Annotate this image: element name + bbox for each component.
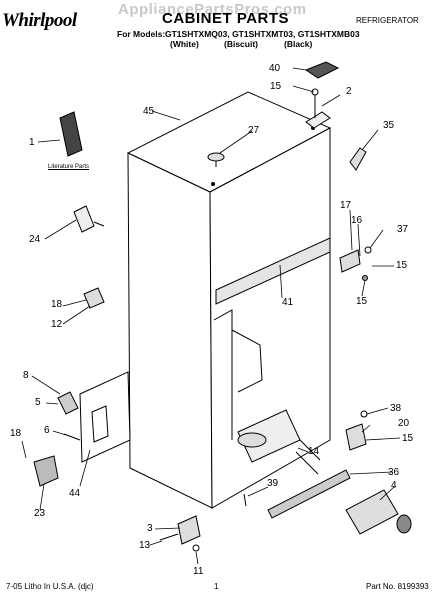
color-white: (White) <box>170 39 199 49</box>
callout-24: 24 <box>29 234 41 245</box>
callout-15: 15 <box>356 296 368 307</box>
callout-45: 45 <box>143 106 155 117</box>
color-black: (Black) <box>284 39 313 49</box>
callout-15: 15 <box>270 81 282 92</box>
callout-1: 1 <box>29 137 35 148</box>
callout-40: 40 <box>269 63 281 74</box>
page-title: CABINET PARTS <box>162 10 290 27</box>
literature-booklet <box>59 111 83 157</box>
callout-27: 27 <box>248 125 260 136</box>
callout-6: 6 <box>44 425 50 436</box>
callout-15: 15 <box>396 260 408 271</box>
callout-16: 16 <box>351 215 363 226</box>
callout-4: 4 <box>391 480 397 491</box>
callout-18: 18 <box>51 299 63 310</box>
callout-15: 15 <box>402 433 414 444</box>
cabinet-side <box>209 127 331 509</box>
callout-12: 12 <box>51 319 63 330</box>
callout-23: 23 <box>34 508 46 519</box>
callout-37: 37 <box>397 224 409 235</box>
callout-5: 5 <box>35 397 41 408</box>
literature-parts-label: Literature Parts <box>48 164 90 170</box>
whirlpool-logo: Whirlpool <box>2 10 77 31</box>
divider-rail <box>215 237 331 305</box>
callout-3: 3 <box>147 523 153 534</box>
color-biscuit: (Biscuit) <box>224 39 258 49</box>
callout-36: 36 <box>388 467 400 478</box>
corner-cover <box>33 455 59 487</box>
models-list: GT1SHTXMQ03, GT1SHTXMT03, GT1SHTXMB03 <box>165 29 360 39</box>
litho-note: 7-05 Litho In U.S.A. (djc) <box>6 582 94 591</box>
callout-20: 20 <box>398 418 410 429</box>
filter-cartridge <box>345 489 399 535</box>
grille <box>267 469 351 519</box>
callout-39: 39 <box>267 478 279 489</box>
callout-14: 14 <box>308 446 320 457</box>
callout-17: 17 <box>340 200 352 211</box>
watermark: AppliancePartsPros.com <box>118 1 307 18</box>
callout-44: 44 <box>69 488 81 499</box>
page-number: 1 <box>214 582 219 591</box>
part-number: Part No. 8199393 <box>366 582 429 591</box>
department-label: REFRIGERATOR <box>356 16 419 25</box>
callout-38: 38 <box>390 403 402 414</box>
models-label: For Models: <box>117 29 166 39</box>
callout-35: 35 <box>383 120 395 131</box>
callout-11: 11 <box>193 566 204 577</box>
cabinet-front <box>127 152 213 509</box>
kick-plate <box>79 371 131 463</box>
callout-8: 8 <box>23 370 29 381</box>
callout-18: 18 <box>10 428 22 439</box>
callout-41: 41 <box>282 297 294 308</box>
callout-13: 13 <box>139 540 151 551</box>
callout-2: 2 <box>346 86 352 97</box>
hinge-cover <box>304 61 340 79</box>
